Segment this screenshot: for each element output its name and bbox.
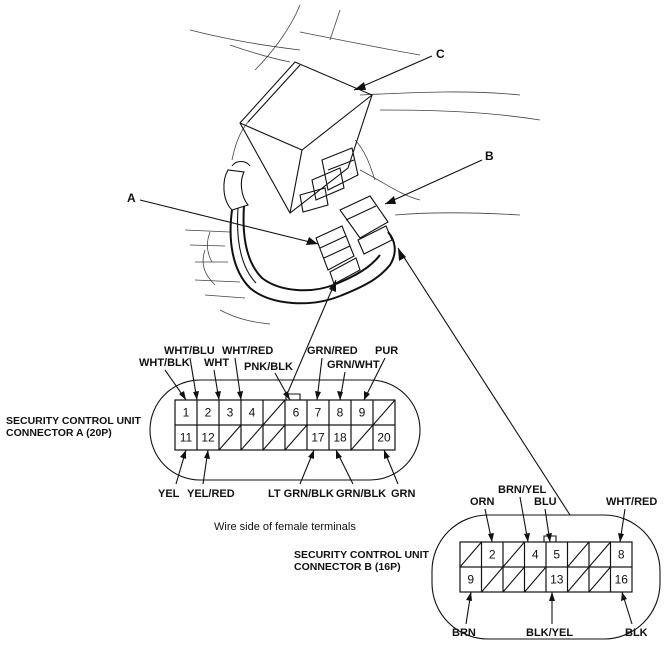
connector-b-empty-cavity	[588, 541, 611, 568]
connector-a-pin-7: 7	[315, 406, 322, 420]
connector-pointer-arrows	[287, 247, 571, 516]
connector-b-empty-cavity	[567, 566, 590, 593]
callout-b: B	[485, 149, 494, 163]
wire-side-note: Wire side of female terminals	[214, 521, 356, 533]
connector-b-empty-cavity	[502, 566, 525, 593]
connector-a-pin-9: 9	[359, 406, 366, 420]
wire-a2-label: WHT/BLU	[164, 345, 215, 357]
connector-a-pin-20: 20	[377, 431, 391, 445]
wire-a9-label: PUR	[375, 345, 398, 357]
connector-b-pin-8: 8	[618, 548, 625, 562]
wire-b16-label: BLK	[625, 627, 648, 639]
connector-b-pin-2: 2	[489, 548, 496, 562]
connector-b-empty-cavity	[502, 541, 525, 568]
wire-a12-label: YEL/RED	[187, 488, 235, 500]
connector-b-empty-cavity	[481, 566, 504, 593]
control-unit-illustration	[184, 4, 541, 325]
connector-b-empty-cavity	[567, 541, 590, 568]
callout-leaders	[139, 55, 483, 245]
wire-b13-label: BLK/YEL	[526, 627, 573, 639]
wire-a11-label: YEL	[158, 488, 180, 500]
connector-a-outline	[149, 379, 421, 481]
connector-a-caption-line2: CONNECTOR A (20P)	[6, 427, 112, 439]
wire-a3-label: WHT	[204, 357, 229, 369]
connector-a-pin-1: 1	[183, 406, 190, 420]
connector-a-empty-cavity	[240, 424, 264, 451]
wire-a1-label: WHT/BLK	[139, 357, 190, 369]
connector-a-caption-line1: SECURITY CONTROL UNIT	[6, 415, 142, 427]
connector-a-pin-3: 3	[227, 406, 234, 420]
connector-b-pin-4: 4	[532, 548, 539, 562]
connector-a-pin-8: 8	[337, 406, 344, 420]
connector-b-cell	[609, 566, 633, 593]
wire-a6-label: PNK/BLK	[244, 361, 293, 373]
connector-b-empty-cavity	[459, 541, 482, 568]
connector-a-pin-6: 6	[293, 406, 300, 420]
wire-a7-label: GRN/RED	[307, 345, 358, 357]
connector-a-empty-cavity	[350, 424, 374, 451]
connector-a-pin-12: 12	[201, 431, 215, 445]
connector-b-caption-line1: SECURITY CONTROL UNIT	[294, 549, 430, 561]
callout-c: C	[436, 47, 445, 61]
wire-b4-label: BRN/YEL	[498, 484, 547, 496]
connector-b-pin-16: 16	[615, 573, 629, 587]
wire-b8-label: WHT/RED	[606, 496, 657, 508]
wire-a8-label: GRN/WHT	[327, 359, 380, 371]
connector-b-pin-5: 5	[553, 548, 560, 562]
connector-b-bottom-wires: BRN BLK/YEL BLK	[452, 591, 648, 639]
connector-a-pin-11: 11	[180, 431, 193, 445]
connector-a-pin-18: 18	[333, 431, 347, 445]
connector-b-pin-9: 9	[467, 573, 474, 587]
connector-a-empty-cavity	[262, 424, 286, 451]
connector-a-bottom-wires: YEL YEL/RED LT GRN/BLK GRN/BLK GRN	[158, 449, 416, 500]
connector-a-empty-cavity	[372, 399, 396, 426]
connector-b-top-wires: ORN BRN/YEL BLU WHT/RED	[470, 484, 657, 543]
connector-b-empty-cavity	[524, 566, 547, 593]
connector-a-pin-17: 17	[311, 431, 325, 445]
wire-a20-label: GRN	[391, 488, 416, 500]
connector-a-pin-2: 2	[205, 406, 212, 420]
connector-a-empty-cavity	[218, 424, 242, 451]
wire-a17-label: LT GRN/BLK	[268, 488, 334, 500]
connector-a-empty-cavity	[262, 399, 286, 426]
wire-b2-label: ORN	[470, 496, 495, 508]
wire-a18-label: GRN/BLK	[336, 488, 386, 500]
connector-b-empty-cavity	[588, 566, 611, 593]
connector-a-pin-4: 4	[249, 406, 256, 420]
connector-b-pin-13: 13	[550, 573, 564, 587]
connector-b-caption-line2: CONNECTOR B (16P)	[294, 561, 401, 573]
callout-a: A	[127, 191, 136, 205]
connector-a-empty-cavity	[284, 424, 308, 451]
connector-a-top-wires: WHT/BLK WHT/BLU WHT WHT/RED PNK/BLK GRN/…	[139, 345, 398, 401]
wire-a4-label: WHT/RED	[222, 345, 273, 357]
wire-b5-label: BLU	[534, 496, 557, 508]
wire-b9-label: BRN	[452, 627, 476, 639]
